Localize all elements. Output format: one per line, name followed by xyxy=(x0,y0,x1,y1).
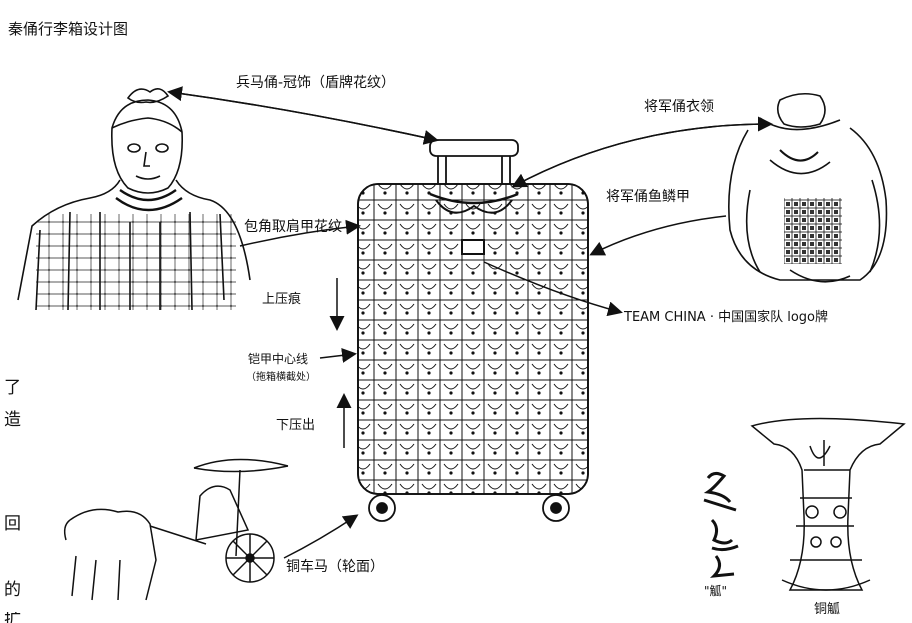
label-glyph-caption: "觚" xyxy=(704,584,728,598)
side-text-char: 了 xyxy=(4,378,21,398)
side-text-char: 扩 xyxy=(4,612,21,623)
fish-scale-armor xyxy=(784,198,842,264)
oracle-glyph xyxy=(703,471,739,578)
side-text-char: 的 xyxy=(4,580,21,600)
label-mid-line-sub: （拖箱横截处） xyxy=(246,372,316,383)
side-text-char: 造 xyxy=(4,410,21,430)
label-headdress: 兵马俑-冠饰（盾牌花纹） xyxy=(236,75,396,91)
label-shoulder-pattern: 包角取肩甲花纹 xyxy=(244,219,342,235)
label-chariot-wheel: 铜车马（轮面） xyxy=(286,559,384,575)
label-armor: 将军俑鱼鳞甲 xyxy=(606,189,690,205)
page-title: 秦俑行李箱设计图 xyxy=(8,20,129,38)
bronze-gu-vessel xyxy=(750,417,906,591)
side-text-char: 回 xyxy=(4,514,21,534)
label-logo: TEAM CHINA · 中国国家队 logo牌 xyxy=(624,310,829,325)
luggage xyxy=(357,139,589,522)
label-bronze-vessel: 铜觚 xyxy=(814,602,841,617)
warrior-armor-texture xyxy=(36,214,236,310)
label-press-down: 上压痕 xyxy=(262,292,302,307)
bronze-chariot xyxy=(63,458,289,601)
label-press-up: 下压出 xyxy=(276,418,316,433)
label-collar: 将军俑衣领 xyxy=(644,99,714,115)
label-mid-line: 铠甲中心线 xyxy=(248,352,309,366)
annotation-arrows xyxy=(167,86,773,559)
